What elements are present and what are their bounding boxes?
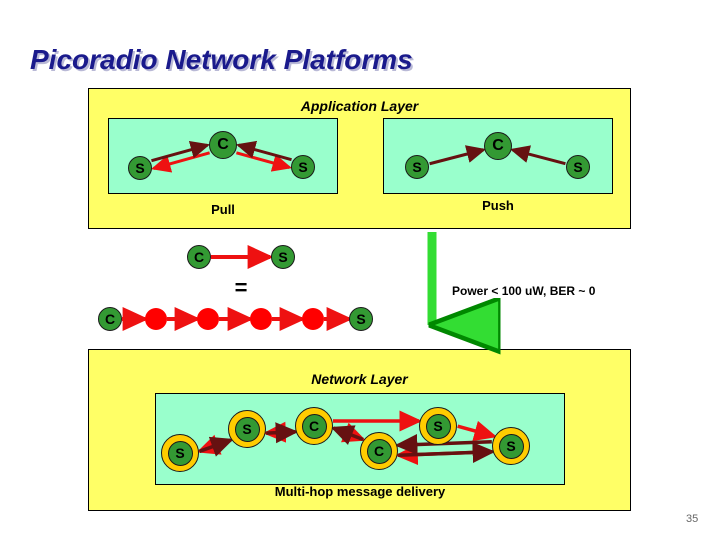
relay-node-4 (302, 308, 324, 330)
direct-node-c: C (187, 245, 211, 269)
node-label: S (498, 433, 524, 459)
multihop-node-s: S (349, 307, 373, 331)
network-node-c-2: C (295, 407, 333, 445)
equals-sign: = (234, 275, 248, 300)
page-title: Picoradio Network Platforms (30, 44, 413, 75)
node-label: S (425, 413, 451, 439)
relay-node-2 (197, 308, 219, 330)
power-annotation-label: Power < 100 uW, BER ~ 0 (452, 284, 596, 298)
push-node-s-2: S (566, 155, 590, 179)
node-label: C (366, 438, 392, 464)
pull-node-s-2: S (291, 155, 315, 179)
node-label: S (234, 416, 260, 442)
relay-node-3 (250, 308, 272, 330)
push-node-c-1: C (484, 132, 512, 160)
pull-node-s-0: S (128, 156, 152, 180)
page-number: 35 (686, 513, 699, 525)
network-layer-title: Network Layer (311, 371, 408, 387)
pull-caption: Pull (211, 202, 235, 217)
network-node-s-4: S (419, 407, 457, 445)
network-node-c-3: C (360, 432, 398, 470)
push-caption: Push (482, 198, 514, 213)
relay-node-1 (145, 308, 167, 330)
node-label: C (301, 413, 327, 439)
multihop-node-c: C (98, 307, 122, 331)
node-label: S (167, 440, 193, 466)
direct-node-s: S (271, 245, 295, 269)
network-node-s-5: S (492, 427, 530, 465)
network-layer-caption: Multi-hop message delivery (274, 484, 446, 499)
network-node-s-1: S (228, 410, 266, 448)
pull-node-c-1: C (209, 131, 237, 159)
network-node-s-0: S (161, 434, 199, 472)
application-layer-title: Application Layer (300, 98, 419, 114)
push-node-s-0: S (405, 155, 429, 179)
